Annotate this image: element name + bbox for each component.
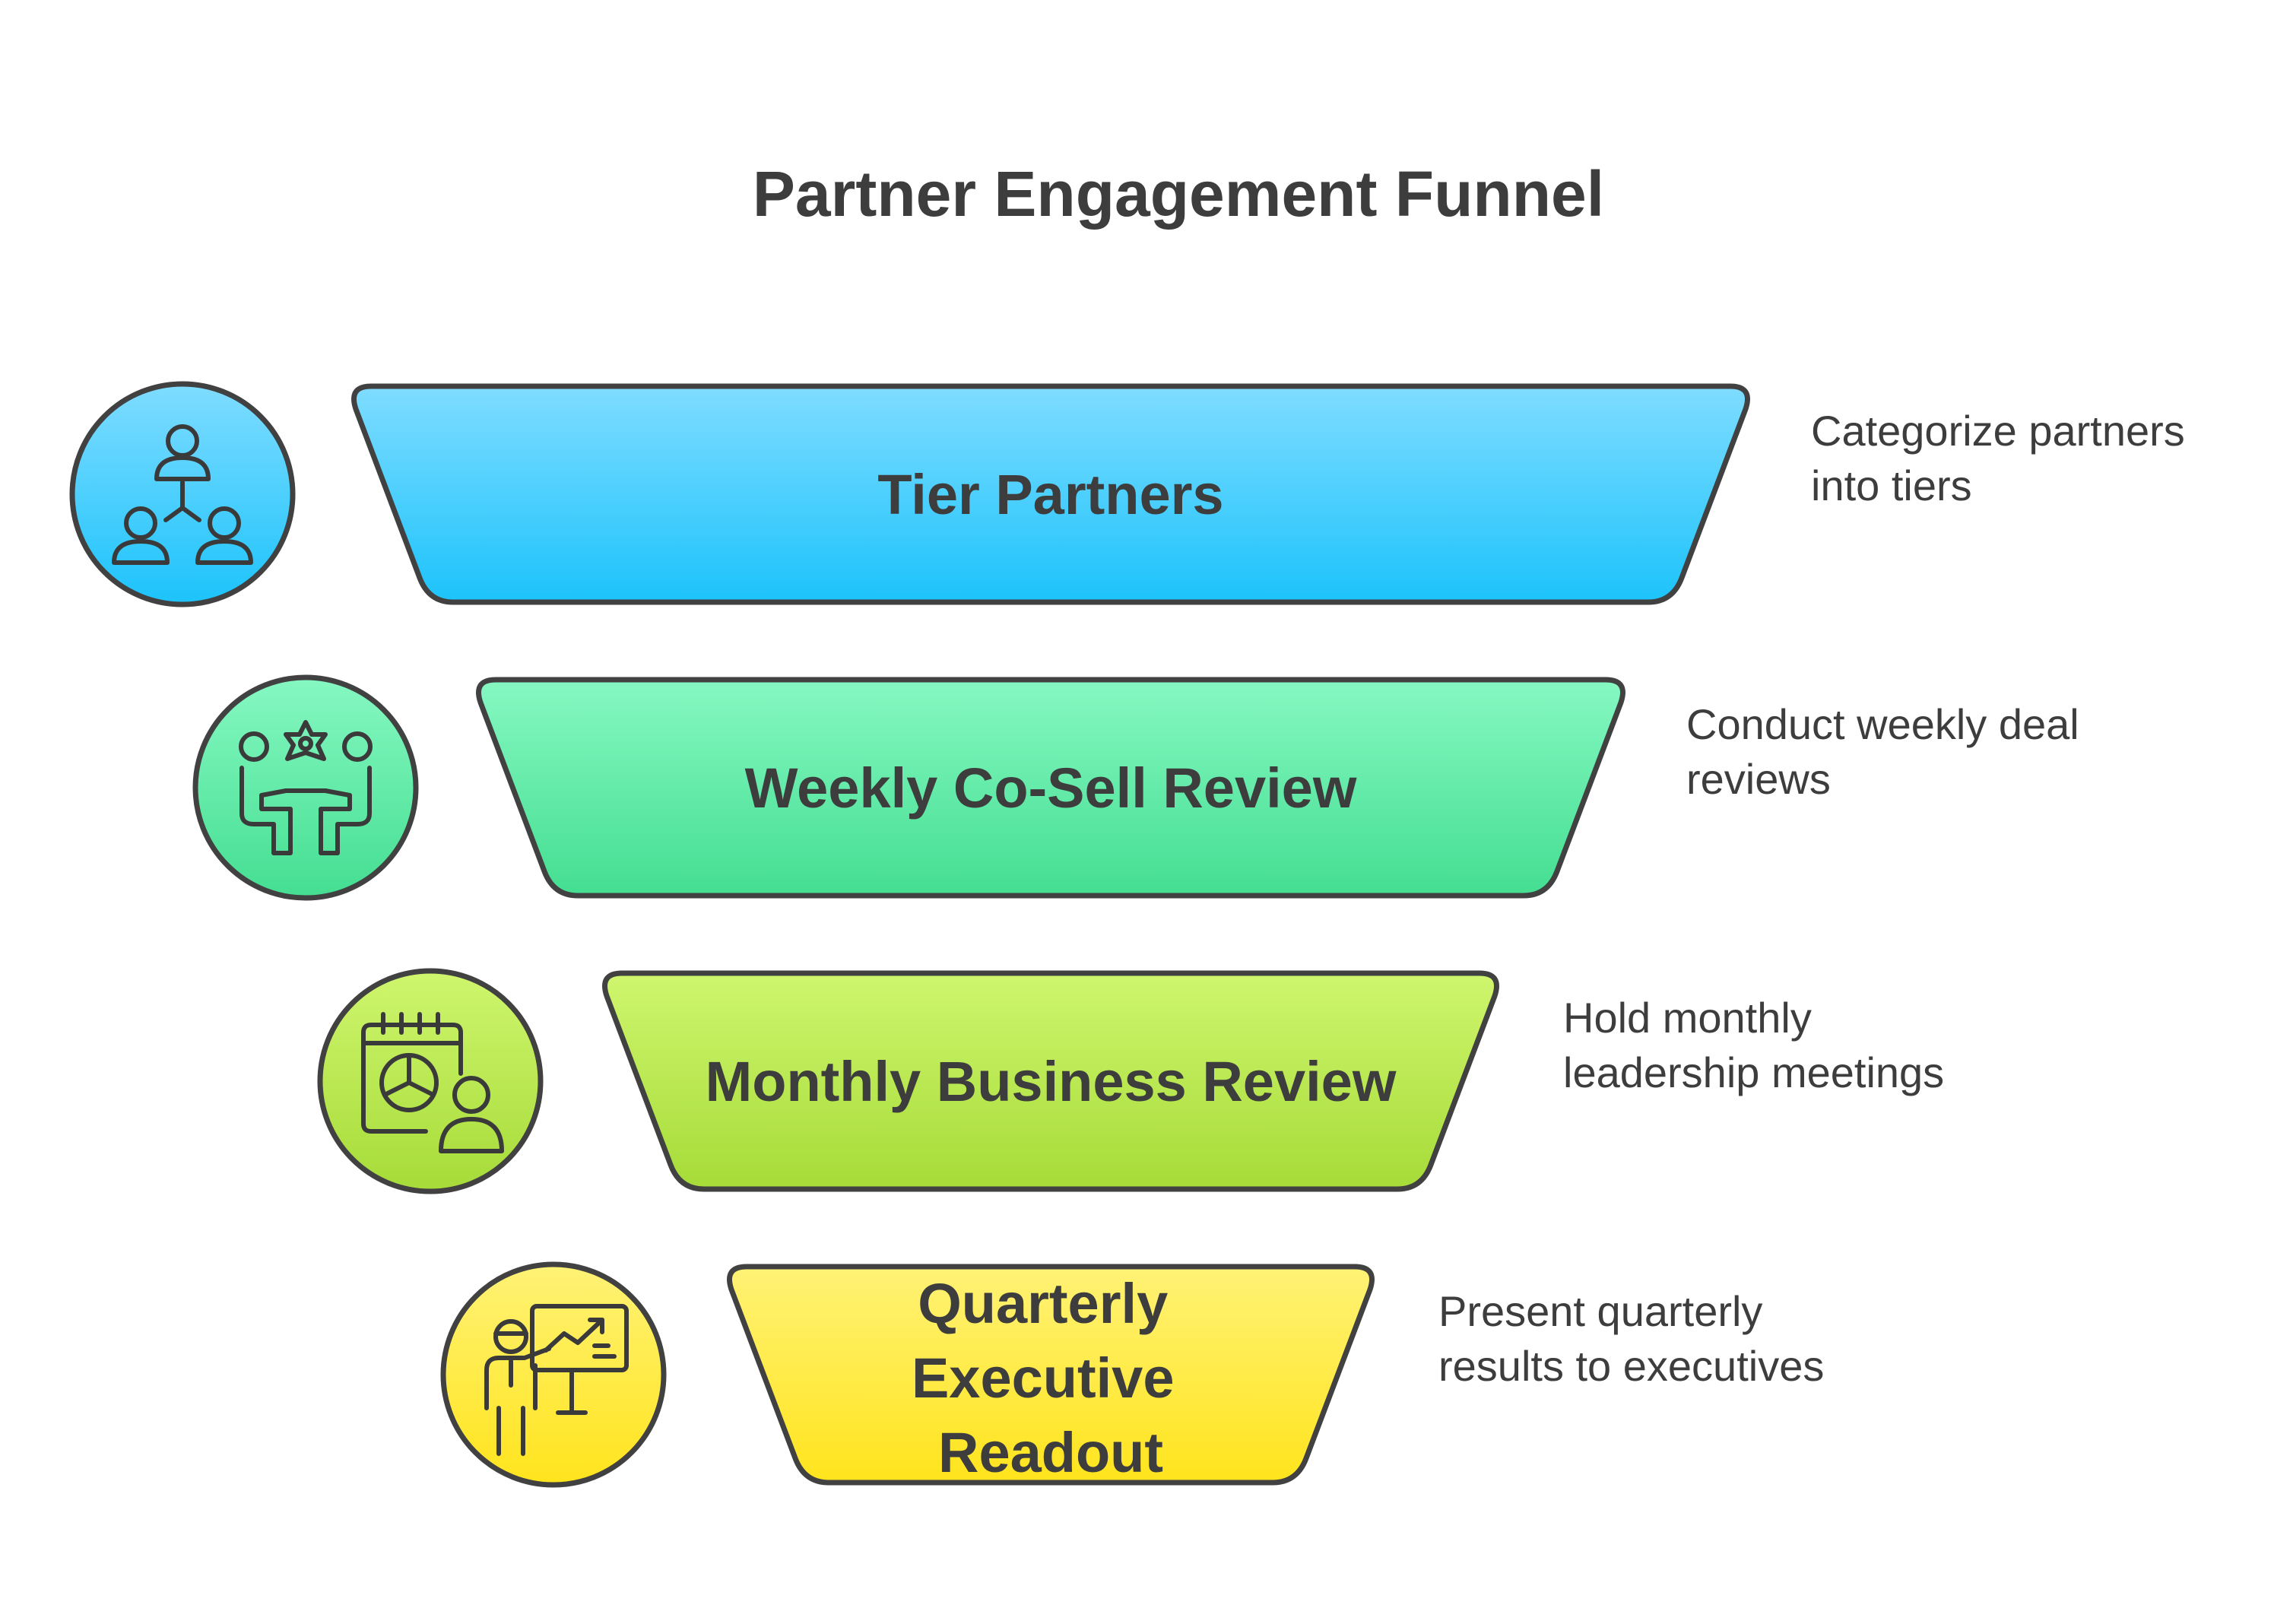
stage-label-line: Executive <box>912 1346 1175 1410</box>
stage-badge <box>69 381 296 607</box>
page-title: Partner Engagement Funnel <box>753 158 1604 230</box>
stage-badge <box>192 674 419 901</box>
stage-description: Categorize partners into tiers <box>1811 407 2196 509</box>
funnel-band-1 <box>351 383 1750 605</box>
stage-description-line: reviews <box>1686 755 1831 803</box>
stage-label: Quarterly Executive Readout <box>912 1272 1190 1484</box>
stage-label: Tier Partners <box>877 463 1223 526</box>
stage-label-line: Weekly Co-Sell Review <box>745 756 1357 820</box>
funnel-stage-2: Weekly Co-Sell Review Conduct weekly dea… <box>192 674 2091 901</box>
funnel-stage-3: Monthly Business Review Hold monthly lea… <box>317 968 1944 1194</box>
stage-label-line: Quarterly <box>918 1272 1168 1335</box>
stage-label: Monthly Business Review <box>706 1050 1397 1113</box>
stage-label-line: Readout <box>938 1421 1163 1484</box>
funnel-band-3 <box>602 970 1499 1192</box>
stage-description-line: leadership meetings <box>1563 1048 1944 1096</box>
stage-description-line: results to executives <box>1438 1342 1824 1390</box>
calendar-chart-person-icon <box>361 1012 504 1153</box>
funnel-stage-1: Tier Partners Categorize partners into t… <box>69 381 2196 607</box>
stage-description: Present quarterly results to executives <box>1438 1287 1824 1390</box>
stage-description-line: into tiers <box>1811 462 1972 509</box>
stage-description-line: Hold monthly <box>1563 994 1812 1042</box>
stage-description: Hold monthly leadership meetings <box>1563 994 1944 1096</box>
funnel-stage-4: Quarterly Executive Readout <box>440 1261 1824 1488</box>
stage-label-line: Monthly Business Review <box>706 1050 1397 1113</box>
stage-label-line: Tier Partners <box>877 463 1223 526</box>
presenter-board-icon <box>484 1304 629 1456</box>
stage-description-line: Categorize partners <box>1811 407 2185 455</box>
meeting-collaboration-icon <box>239 720 373 855</box>
stage-badge <box>440 1261 667 1488</box>
stage-description: Conduct weekly deal reviews <box>1686 700 2091 803</box>
org-hierarchy-people-icon <box>112 424 253 565</box>
stage-description-line: Conduct weekly deal <box>1686 700 2079 748</box>
stage-description-line: Present quarterly <box>1438 1287 1762 1335</box>
funnel-band-2 <box>476 677 1625 899</box>
stage-label: Weekly Co-Sell Review <box>745 756 1357 820</box>
funnel-band-4 <box>727 1264 1375 1486</box>
stage-badge <box>317 968 544 1194</box>
